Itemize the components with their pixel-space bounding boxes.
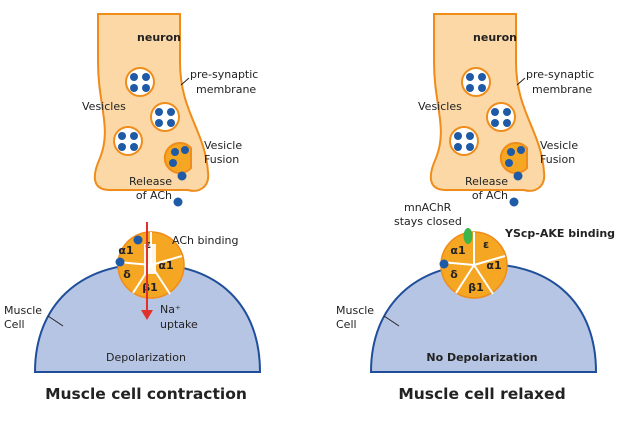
muscle-label-line2: Cell [4, 318, 25, 331]
fusing-vesicle [499, 142, 528, 174]
receptor-state-line1: mnAChR [404, 201, 452, 214]
vesicle [486, 102, 516, 132]
subunit-beta1: β1 [468, 281, 484, 294]
vesicle [113, 126, 143, 156]
ach-molecule [509, 197, 519, 207]
bound-ach [439, 259, 449, 269]
subunit-alpha1-a: α1 [118, 244, 133, 257]
fusion-label-line1: Vesicle [204, 139, 242, 152]
uptake-label-line2: uptake [160, 318, 198, 331]
muscle-label-line1: Muscle [336, 304, 374, 317]
release-label-line1: Release [129, 175, 172, 188]
release-label-line1: Release [465, 175, 508, 188]
subunit-beta1: β1 [142, 281, 158, 294]
muscle-label-line2: Cell [336, 318, 357, 331]
vesicle [150, 102, 180, 132]
fusion-label-line1: Vesicle [540, 139, 578, 152]
subunit-delta: δ [123, 268, 131, 281]
fusing-vesicle [163, 142, 192, 174]
presynaptic-pointer [516, 77, 526, 86]
presynaptic-pointer [180, 77, 190, 86]
vesicle [461, 67, 491, 97]
presynaptic-label-line1: pre-synaptic [526, 68, 594, 81]
yscp-ake-binding-label: YScp-AKE binding [504, 227, 615, 240]
fusion-label-line2: Fusion [204, 153, 239, 166]
presynaptic-label-line2: membrane [196, 83, 256, 96]
bound-ach [115, 257, 125, 267]
na-arrow-head [141, 310, 153, 320]
uptake-label-line1: Na⁺ [160, 303, 181, 316]
presynaptic-label-line2: membrane [532, 83, 592, 96]
ach-molecule [177, 171, 187, 181]
subunit-alpha1-a: α1 [450, 244, 465, 257]
muscle-label-line1: Muscle [4, 304, 42, 317]
panel-relaxed: neuron pre-synaptic membrane Vesicles [336, 13, 615, 403]
vesicle [449, 126, 479, 156]
vesicle [125, 67, 155, 97]
muscle-pointer [47, 315, 64, 327]
subunit-delta: δ [450, 268, 458, 281]
caption-relaxed: Muscle cell relaxed [398, 385, 565, 403]
vesicles-label: Vesicles [82, 100, 126, 113]
release-label-line2: of ACh [136, 189, 172, 202]
subunit-alpha1-b: α1 [158, 259, 173, 272]
caption-contraction: Muscle cell contraction [45, 385, 247, 403]
subunit-alpha1-b: α1 [486, 259, 501, 272]
depolarization-label: Depolarization [106, 351, 186, 364]
presynaptic-label-line1: pre-synaptic [190, 68, 258, 81]
muscle-pointer [383, 315, 400, 327]
nachr-receptor-closed [440, 231, 508, 299]
vesicles-label: Vesicles [418, 100, 462, 113]
fusion-label-line2: Fusion [540, 153, 575, 166]
neuron-label: neuron [473, 31, 517, 44]
release-label-line2: of ACh [472, 189, 508, 202]
panel-contraction: neuron pre-synaptic membrane V [4, 13, 262, 403]
subunit-epsilon: ε [483, 238, 489, 251]
ach-molecule [513, 171, 523, 181]
bound-ach [133, 235, 143, 245]
yscp-ake-peptide [463, 228, 473, 244]
receptor-state-line2: stays closed [394, 215, 462, 228]
ach-molecule [173, 197, 183, 207]
neuron-label: neuron [137, 31, 181, 44]
no-depolarization-label: No Depolarization [426, 351, 537, 364]
ach-binding-label: ACh binding [172, 234, 238, 247]
